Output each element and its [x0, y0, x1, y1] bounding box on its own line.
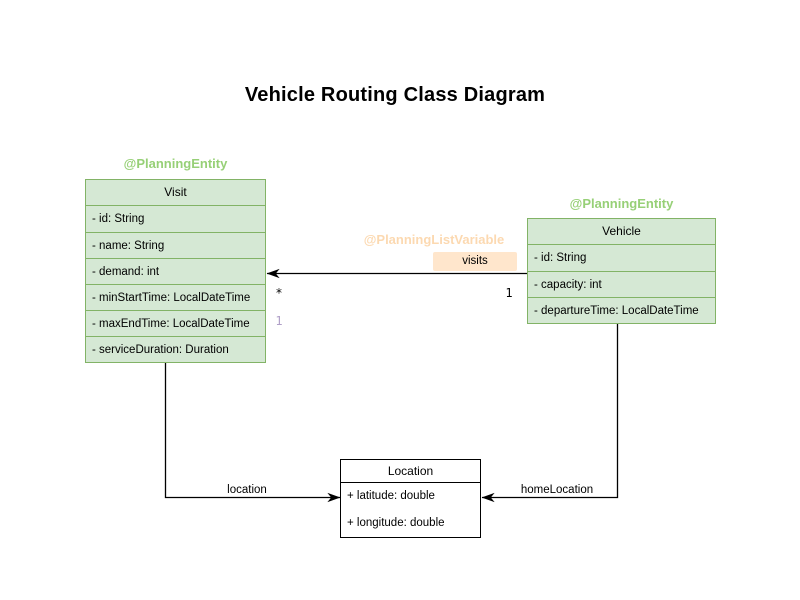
class-attribute: - demand: int	[86, 258, 265, 284]
visits-multiplicity-one: 1	[505, 286, 513, 300]
visit-class-name: Visit	[86, 180, 265, 206]
visits-multiplicity-many: *	[275, 286, 283, 300]
edge-visit-location	[164, 362, 341, 503]
vehicle-class-name: Vehicle	[528, 219, 715, 245]
vehicle-planning-entity-annotation: @PlanningEntity	[569, 196, 674, 211]
visits-edge-label: visits	[433, 252, 517, 271]
location-class: Location + latitude: double + longitude: …	[340, 459, 481, 538]
class-attribute: - serviceDuration: Duration	[86, 336, 265, 362]
location-edge-label: location	[227, 484, 267, 496]
location-attributes: + latitude: double + longitude: double	[341, 483, 480, 537]
visits-secondary-multiplicity: 1	[275, 314, 283, 328]
diagram-title: Vehicle Routing Class Diagram	[244, 84, 546, 106]
vehicle-class: Vehicle - id: String - capacity: int- dep…	[527, 218, 716, 324]
vehicle-attributes: - id: String - capacity: int- departureTi…	[528, 245, 715, 323]
class-attribute: - capacity: int	[528, 271, 715, 297]
class-attribute: + longitude: double	[347, 517, 445, 529]
class-attribute: - departureTime: LocalDateTime	[528, 297, 715, 323]
visit-attributes: - id: String- name: String- demand: int-…	[86, 206, 265, 362]
class-attribute: - id: String	[92, 213, 145, 225]
visit-class: Visit - id: String - name: String- demand…	[85, 179, 266, 363]
home-location-edge-label: homeLocation	[520, 484, 594, 496]
location-class-name: Location	[341, 460, 480, 483]
planning-list-variable-annotation: @PlanningListVariable	[363, 232, 505, 247]
class-attribute: - id: String	[534, 252, 587, 264]
class-attribute: - name: String	[86, 232, 265, 258]
edge-vehicle-home-location	[481, 322, 619, 503]
visit-planning-entity-annotation: @PlanningEntity	[123, 156, 228, 171]
class-attribute: - minStartTime: LocalDateTime	[86, 284, 265, 310]
class-attribute: + latitude: double	[347, 490, 435, 502]
class-attribute: - maxEndTime: LocalDateTime	[86, 310, 265, 336]
